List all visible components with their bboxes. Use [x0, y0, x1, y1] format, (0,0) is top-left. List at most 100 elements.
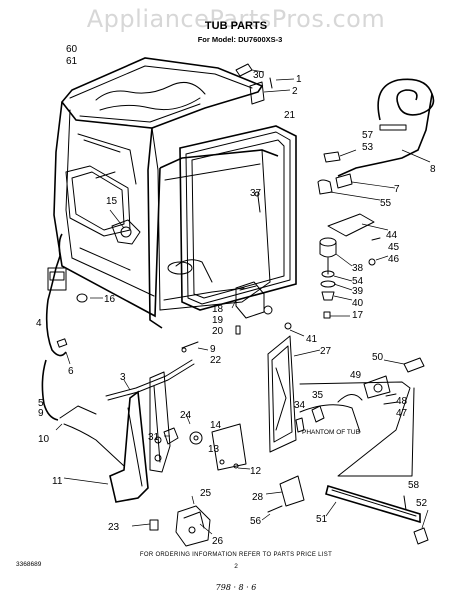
- part-4-fill-hose: [45, 233, 103, 357]
- label-4: 4: [36, 318, 42, 329]
- part-23-screw: [131, 519, 159, 531]
- part-18-heater-block: [231, 281, 273, 335]
- label-26: 26: [212, 536, 224, 547]
- label-40: 40: [352, 298, 364, 309]
- part-9-22-hardware: [181, 341, 209, 353]
- label-5: 5: [38, 398, 44, 409]
- part-27-bracket: [267, 335, 321, 453]
- part-34-35-clips: [295, 394, 363, 433]
- phantom-of-tub-note: PHANTOM OF TUB: [302, 429, 360, 436]
- model-subtitle: For Model: DU7600XS-3: [198, 35, 283, 44]
- page-number: 2: [234, 563, 238, 570]
- label-9b: 9: [38, 408, 44, 419]
- part-2-bracket: [249, 81, 291, 105]
- part-37-screw: [254, 191, 261, 213]
- label-8: 8: [430, 164, 436, 175]
- doc-code: 3368689: [16, 561, 42, 568]
- door-gasket: [179, 125, 297, 311]
- label-6: 6: [68, 366, 74, 377]
- label-21: 21: [284, 110, 296, 121]
- part-labels: 60 61 30 1 2 21 57 53 8 7 55 37 15 44 45…: [36, 44, 436, 547]
- label-45: 45: [388, 242, 400, 253]
- label-28: 28: [252, 492, 264, 503]
- label-11: 11: [52, 476, 63, 487]
- label-35: 35: [312, 390, 324, 401]
- label-50: 50: [372, 352, 384, 363]
- part-26-latch: [175, 495, 213, 547]
- label-46: 46: [388, 254, 400, 265]
- part-41-clip: [284, 322, 305, 337]
- part-49-48-47-fittings: [363, 375, 399, 405]
- part-56-screw: [261, 505, 283, 521]
- part-53-fitting: [323, 149, 357, 163]
- label-9: 9: [210, 344, 216, 355]
- label-23: 23: [108, 522, 120, 533]
- label-19: 19: [212, 315, 224, 326]
- label-52: 52: [416, 498, 428, 509]
- label-27: 27: [320, 346, 332, 357]
- label-12: 12: [250, 466, 262, 477]
- part-58-screw: [403, 495, 407, 511]
- label-47: 47: [396, 408, 408, 419]
- label-14: 14: [210, 420, 222, 431]
- label-58: 58: [408, 480, 420, 491]
- part-55-bracket: [317, 179, 381, 201]
- label-30: 30: [253, 70, 265, 81]
- label-55: 55: [380, 198, 392, 209]
- label-48: 48: [396, 396, 408, 407]
- phantom-tub-outline: [299, 381, 415, 477]
- part-6-clip: [56, 338, 71, 365]
- label-54: 54: [352, 276, 364, 287]
- label-37: 37: [250, 188, 262, 199]
- label-60: 60: [66, 44, 78, 55]
- part-38-float-assembly: [319, 237, 353, 319]
- part-14-bracket: [149, 371, 171, 473]
- label-57: 57: [362, 130, 374, 141]
- label-31: 31: [148, 432, 160, 443]
- part-30-clip: [235, 63, 265, 77]
- label-44: 44: [386, 230, 398, 241]
- label-16: 16: [104, 294, 116, 305]
- label-25: 25: [200, 488, 212, 499]
- label-61: 61: [66, 56, 78, 67]
- label-10: 10: [38, 434, 50, 445]
- part-7-connector: [335, 173, 396, 189]
- part-5-hose: [41, 359, 59, 421]
- label-49: 49: [350, 370, 362, 381]
- diagram-title: TUB PARTS: [205, 20, 267, 32]
- label-20: 20: [212, 326, 224, 337]
- watermark: AppliancePartsPros.com: [87, 5, 385, 33]
- label-2: 2: [292, 86, 298, 97]
- label-1: 1: [296, 74, 302, 85]
- label-15: 15: [106, 196, 118, 207]
- label-51: 51: [316, 514, 328, 525]
- part-24-roller: [185, 413, 203, 445]
- part-52-endcap: [413, 509, 429, 545]
- label-7: 7: [394, 184, 400, 195]
- ordering-note: FOR ORDERING INFORMATION REFER TO PARTS …: [140, 552, 332, 558]
- part-31-fitting: [163, 427, 179, 445]
- part-11-left-bracket: [55, 390, 149, 503]
- label-34: 34: [294, 400, 306, 411]
- part-51-rail: [325, 484, 421, 524]
- label-53: 53: [362, 142, 374, 153]
- part-28-bracket: [265, 475, 305, 507]
- tub-frame: [53, 57, 279, 329]
- part-44-plate: [327, 213, 389, 237]
- label-22: 22: [210, 355, 222, 366]
- label-24: 24: [180, 410, 192, 421]
- label-13: 13: [208, 444, 220, 455]
- handwritten-date: 798 · 8 · 6: [216, 583, 257, 592]
- part-8-hose: [337, 78, 435, 177]
- part-13-mount-plate: [211, 423, 251, 471]
- part-3-rod: [105, 359, 195, 401]
- label-39: 39: [352, 286, 364, 297]
- label-38: 38: [352, 263, 364, 274]
- part-1-fastener: [269, 77, 295, 89]
- label-56: 56: [250, 516, 262, 527]
- part-45-46-screws: [368, 237, 389, 266]
- label-18: 18: [212, 304, 224, 315]
- label-17: 17: [352, 310, 364, 321]
